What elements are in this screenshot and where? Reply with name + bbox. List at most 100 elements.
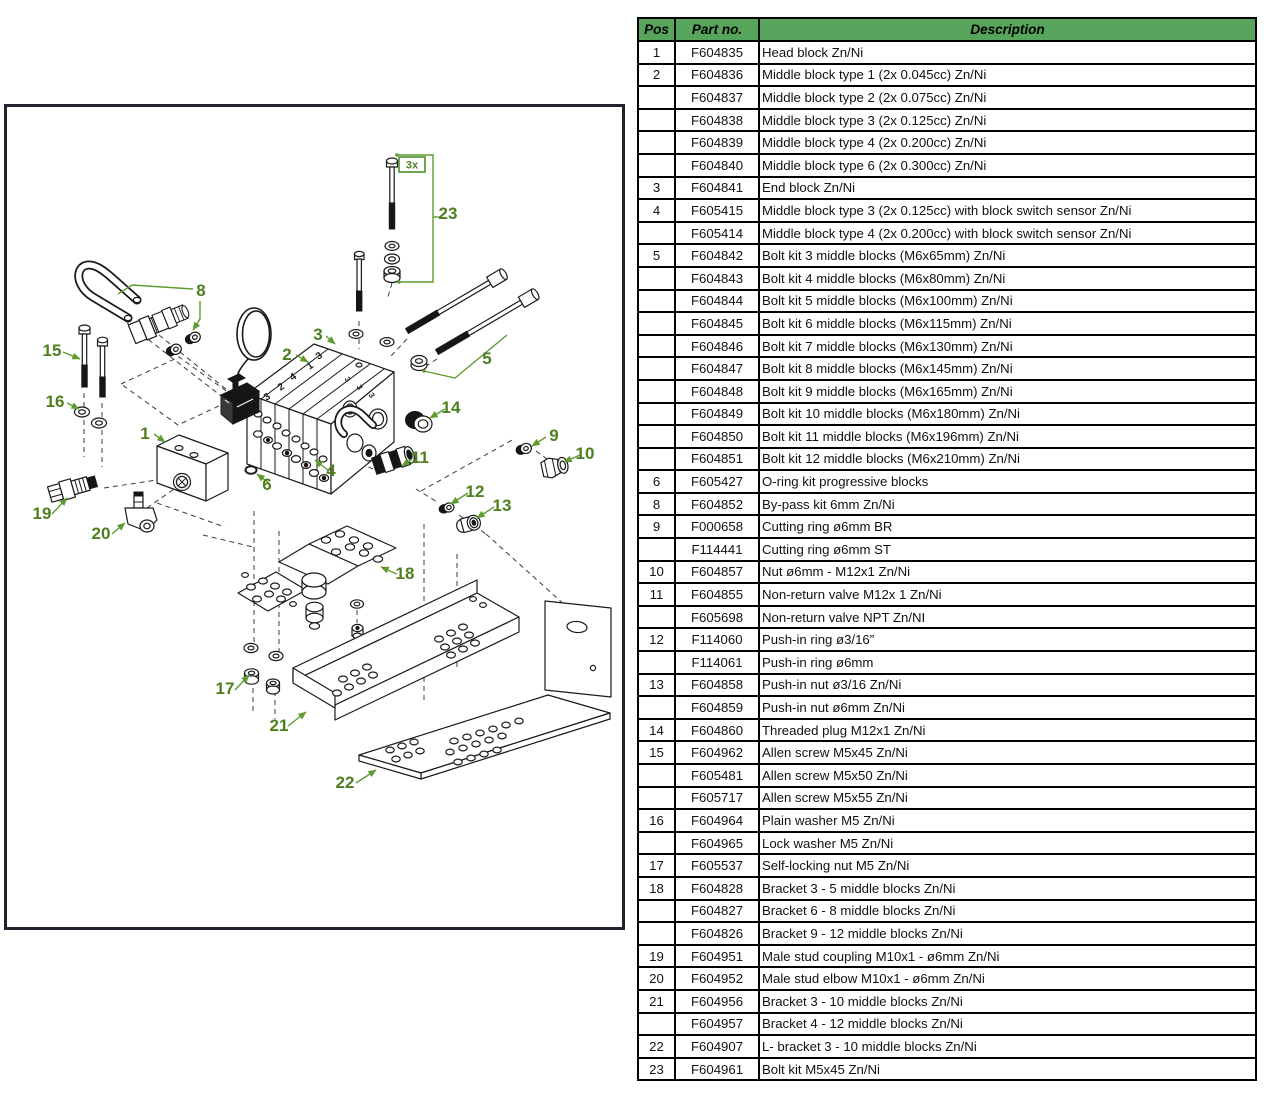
description-cell: Bracket 6 - 8 middle blocks Zn/Ni bbox=[758, 898, 1257, 924]
part-no-cell: F604840 bbox=[674, 152, 760, 178]
pos-cell: 5 bbox=[637, 243, 676, 268]
pos-cell: 18 bbox=[637, 875, 676, 901]
pos-cell bbox=[637, 424, 676, 449]
washers bbox=[73, 406, 108, 429]
part-no-cell: F604965 bbox=[674, 830, 760, 856]
push-in-nut bbox=[456, 514, 482, 534]
pos-cell: 20 bbox=[637, 966, 676, 991]
description-cell: Non-return valve M12x 1 Zn/Ni bbox=[758, 582, 1257, 607]
description-cell: Head block Zn/Ni bbox=[758, 40, 1257, 65]
pos-cell bbox=[637, 604, 676, 630]
pos-cell: 9 bbox=[637, 514, 676, 540]
part-no-cell: F604827 bbox=[674, 898, 760, 924]
description-cell: Lock washer M5 Zn/Ni bbox=[758, 830, 1257, 856]
part-no-cell: F604842 bbox=[674, 243, 760, 268]
pos-cell bbox=[637, 265, 676, 291]
pos-cell bbox=[637, 785, 676, 811]
threaded-plug bbox=[405, 411, 433, 433]
pos-cell: 22 bbox=[637, 1034, 676, 1059]
pos-cell: 6 bbox=[637, 469, 676, 494]
part-no-cell: F604860 bbox=[674, 717, 760, 743]
description-cell: Male stud coupling M10x1 - ø6mm Zn/Ni bbox=[758, 943, 1257, 969]
exploded-view-diagram: 3 1 4 2 3 3 3 3 bbox=[33, 153, 612, 792]
pos-cell bbox=[637, 356, 676, 381]
pos-cell: 23 bbox=[637, 1056, 676, 1082]
allen-screws bbox=[78, 324, 109, 398]
bracket-18-holes bbox=[241, 530, 384, 608]
part-no-cell: F604859 bbox=[674, 695, 760, 720]
callout-number-13: 13 bbox=[493, 496, 512, 515]
description-cell: By-pass kit 6mm Zn/Ni bbox=[758, 491, 1257, 517]
callout-number-21: 21 bbox=[270, 716, 289, 735]
description-cell: L- bracket 3 - 10 middle blocks Zn/Ni bbox=[758, 1034, 1257, 1059]
callout-number-18: 18 bbox=[396, 564, 415, 583]
description-cell: Non-return valve NPT Zn/NI bbox=[758, 604, 1257, 630]
pos-cell bbox=[637, 921, 676, 946]
part-no-cell: F604845 bbox=[674, 311, 760, 336]
description-cell: Cutting ring ø6mm ST bbox=[758, 537, 1257, 562]
column-header-pos: Pos bbox=[637, 17, 676, 42]
pos-cell bbox=[637, 152, 676, 178]
pos-cell bbox=[637, 130, 676, 155]
description-cell: Push-in ring ø3/16” bbox=[758, 627, 1257, 653]
description-cell: O-ring kit progressive blocks bbox=[758, 469, 1257, 494]
description-cell: Middle block type 4 (2x 0.200cc) with bl… bbox=[758, 220, 1257, 246]
pos-cell bbox=[637, 401, 676, 427]
pos-cell bbox=[637, 830, 676, 856]
callout-number-14: 14 bbox=[442, 398, 461, 417]
l-bracket-holes bbox=[385, 717, 524, 766]
part-no-cell: F605415 bbox=[674, 198, 760, 223]
pos-cell: 21 bbox=[637, 988, 676, 1014]
part-no-cell: F604844 bbox=[674, 288, 760, 314]
part-no-cell: F604835 bbox=[674, 40, 760, 65]
pos-cell bbox=[637, 650, 676, 675]
callout-number-23: 23 bbox=[439, 204, 458, 223]
description-cell: Middle block type 2 (2x 0.075cc) Zn/Ni bbox=[758, 85, 1257, 110]
callout-number-11: 11 bbox=[411, 448, 429, 467]
description-cell: Bolt kit 10 middle blocks (M6x180mm) Zn/… bbox=[758, 401, 1257, 427]
part-no-cell: F605481 bbox=[674, 763, 760, 788]
nut-b bbox=[265, 678, 281, 695]
part-no-cell: F604843 bbox=[674, 265, 760, 291]
multiplier-badge: 3x bbox=[398, 156, 426, 173]
description-cell: End block Zn/Ni bbox=[758, 175, 1257, 201]
long-bolts bbox=[379, 268, 540, 372]
svg-text:2: 2 bbox=[276, 381, 287, 393]
description-cell: Bracket 3 - 5 middle blocks Zn/Ni bbox=[758, 875, 1257, 901]
column-header-description: Description bbox=[758, 17, 1257, 42]
part-no-cell: F604839 bbox=[674, 130, 760, 155]
pos-cell: 17 bbox=[637, 853, 676, 878]
part-no-cell: F604961 bbox=[674, 1056, 760, 1082]
pos-cell bbox=[637, 1011, 676, 1037]
diagram-panel: 3 1 4 2 3 3 3 3 bbox=[4, 104, 625, 930]
callout-number-8: 8 bbox=[196, 281, 205, 300]
part-no-cell: F604858 bbox=[674, 672, 760, 698]
bolt-kit-23 bbox=[383, 157, 401, 284]
part-no-cell: F604857 bbox=[674, 559, 760, 585]
part-no-cell: F605537 bbox=[674, 853, 760, 878]
